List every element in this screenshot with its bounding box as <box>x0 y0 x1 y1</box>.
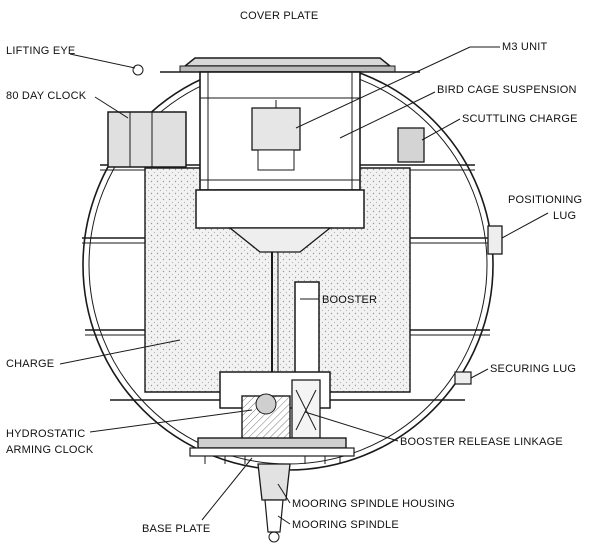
cover-plate <box>179 57 396 73</box>
label-mooring-spindle-housing: MOORING SPINDLE HOUSING <box>292 498 455 510</box>
label-mooring-spindle: MOORING SPINDLE <box>292 519 399 531</box>
label-bird-cage-suspension: BIRD CAGE SUSPENSION <box>437 84 577 96</box>
lifting-eye <box>132 64 144 76</box>
label-booster: BOOSTER <box>322 294 377 306</box>
base-plate <box>189 437 355 464</box>
label-lifting-eye: LIFTING EYE <box>6 45 75 57</box>
booster-release-linkage <box>291 379 321 439</box>
label-cover-plate: COVER PLATE <box>240 10 318 22</box>
labels: COVER PLATE LIFTING EYE M3 UNIT 80 DAY C… <box>6 10 582 535</box>
scuttling-charge <box>397 127 425 163</box>
leader-lines <box>59 46 549 525</box>
label-positioning-lug: LUG <box>553 210 576 222</box>
label-hydrostatic: HYDROSTATIC <box>6 428 85 440</box>
label-80-day-clock: 80 DAY CLOCK <box>6 90 87 102</box>
label-arming-clock: ARMING CLOCK <box>6 444 94 456</box>
firing-rod <box>271 252 279 372</box>
label-securing-lug: SECURING LUG <box>490 363 576 375</box>
label-base-plate: BASE PLATE <box>142 523 210 535</box>
mooring-spindle <box>264 499 284 543</box>
label-scuttling-charge: SCUTTLING CHARGE <box>462 113 578 125</box>
label-m3-unit: M3 UNIT <box>502 41 547 53</box>
securing-lug <box>454 371 472 385</box>
positioning-lug <box>487 225 503 255</box>
label-charge: CHARGE <box>6 358 54 370</box>
label-booster-release-linkage: BOOSTER RELEASE LINKAGE <box>400 436 563 448</box>
label-positioning: POSITIONING <box>508 194 582 206</box>
eighty-day-clock <box>107 111 187 168</box>
m3-unit <box>251 100 301 171</box>
